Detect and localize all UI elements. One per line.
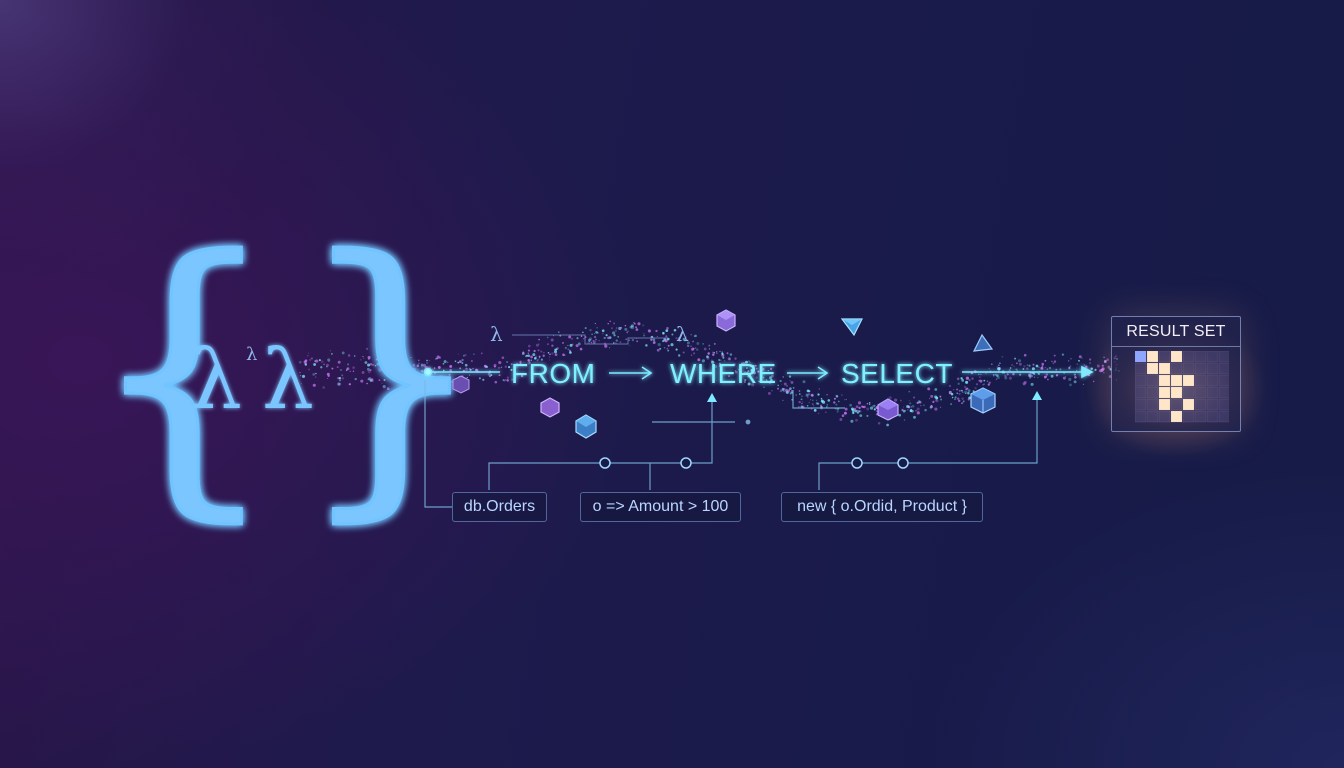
result-cell — [1182, 362, 1195, 375]
lambda-left-icon: λ — [190, 333, 242, 428]
result-cell — [1170, 362, 1183, 375]
result-cell — [1206, 398, 1219, 411]
cube-icon — [540, 397, 560, 418]
result-cell — [1146, 410, 1159, 423]
arrow-from-where-icon — [609, 366, 653, 380]
result-cell — [1194, 362, 1207, 375]
result-cell — [1218, 410, 1229, 423]
stage-where: WHERE — [670, 358, 777, 389]
stage-select: SELECT — [841, 358, 953, 389]
floating-cubes — [452, 309, 996, 439]
result-cell-lit — [1182, 374, 1195, 387]
result-cell-lit — [1170, 351, 1183, 363]
result-cell-lit — [1158, 374, 1171, 387]
result-cell-lit — [1170, 386, 1183, 399]
result-cell — [1135, 362, 1147, 375]
result-cell-lit — [1158, 398, 1171, 411]
particle-stream — [298, 320, 1120, 427]
cube-icon — [716, 309, 736, 332]
lambda-superscript-icon: λ — [246, 344, 257, 365]
result-cell — [1146, 386, 1159, 399]
lambda-right-icon: λ — [262, 333, 314, 428]
result-cell-lit — [1170, 374, 1183, 387]
floating-lambda-right-icon: λ — [676, 322, 689, 346]
result-set-title: RESULT SET — [1126, 323, 1226, 340]
stage-from: FROM — [511, 358, 595, 389]
result-cell — [1218, 374, 1229, 387]
bracket-connector-top — [512, 334, 668, 345]
result-cell — [1182, 386, 1195, 399]
result-cell — [1218, 351, 1229, 363]
source-code-box: db.Orders — [452, 492, 547, 522]
result-cell — [1158, 351, 1171, 363]
result-cell-lit — [1146, 351, 1159, 363]
floating-lambda-left-icon: λ — [490, 322, 503, 346]
result-cell — [1135, 374, 1147, 387]
result-cell — [1194, 386, 1207, 399]
result-cell — [1206, 362, 1219, 375]
predicate-code-box: o => Amount > 100 — [580, 492, 741, 522]
result-cell — [1206, 386, 1219, 399]
cube-icon — [575, 414, 597, 439]
result-cell — [1194, 410, 1207, 423]
result-cell — [1194, 374, 1207, 387]
result-grid — [1135, 351, 1229, 423]
result-cell — [1158, 410, 1171, 423]
result-cell — [1206, 410, 1219, 423]
result-cell-lit — [1158, 386, 1171, 399]
result-set-panel: RESULT SET — [1111, 316, 1241, 432]
result-cell-lit — [1182, 398, 1195, 411]
result-cell — [1146, 374, 1159, 387]
cube-icon — [972, 333, 994, 352]
result-cell — [1135, 410, 1147, 423]
result-cell — [1182, 410, 1195, 423]
open-brace-icon: { — [88, 197, 279, 546]
projection-code-box: new { o.Ordid, Product } — [781, 492, 983, 522]
result-cell-lit — [1158, 362, 1171, 375]
result-set-divider — [1112, 346, 1240, 347]
result-cell — [1170, 398, 1183, 411]
main-flow-line — [423, 365, 1094, 379]
result-cell — [1218, 362, 1229, 375]
result-cell-lit — [1170, 410, 1183, 423]
connector-lines — [424, 380, 1038, 508]
result-cell — [1194, 351, 1207, 363]
result-cell — [1135, 398, 1147, 411]
connector-arrowheads — [707, 391, 1042, 402]
cube-icon — [452, 375, 470, 394]
cube-icon — [970, 387, 996, 414]
result-cell — [1218, 386, 1229, 399]
close-brace-icon: } — [296, 197, 487, 546]
result-cell — [1146, 398, 1159, 411]
connector-nodes — [599, 457, 909, 469]
result-cell — [1206, 351, 1219, 363]
cube-icon — [840, 318, 863, 337]
result-cell — [1182, 351, 1195, 363]
result-cell — [1218, 398, 1229, 411]
result-cell — [1194, 398, 1207, 411]
arrow-where-select-icon — [787, 366, 829, 380]
result-cell-lit — [1135, 351, 1147, 363]
cube-icon — [877, 398, 899, 421]
result-cell — [1135, 386, 1147, 399]
result-cell — [1206, 374, 1219, 387]
result-cell-lit — [1146, 362, 1159, 375]
